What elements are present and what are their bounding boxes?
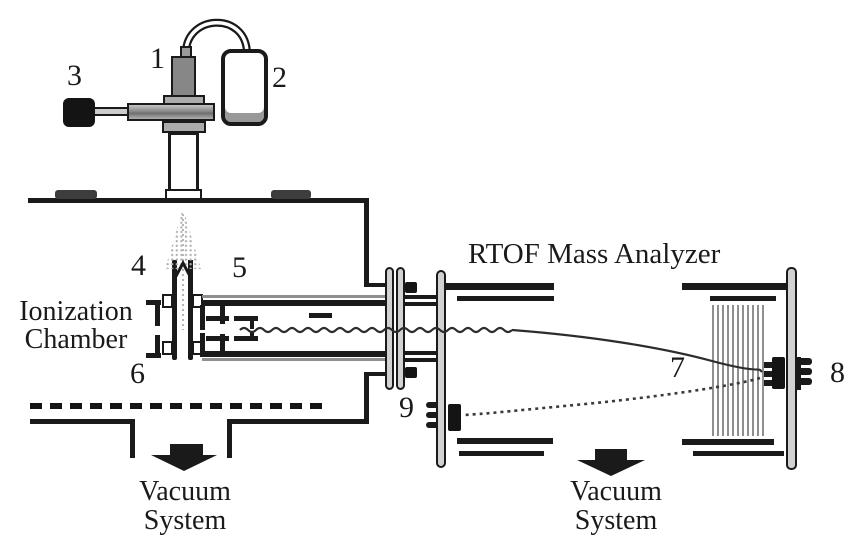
part7-label: 7 [670, 351, 685, 384]
analyzer-bottom-wall-right-outer [693, 451, 784, 456]
vacuum-arrow-left-shaft [170, 444, 203, 456]
rtof-mass-analyzer-label: RTOF Mass Analyzer [468, 238, 721, 270]
vacuum-system-left-label: Vacuum System [118, 477, 252, 535]
flange-bolt-bottom [405, 367, 417, 378]
part1-sprayer-nozzle [171, 56, 196, 98]
part6-label: 6 [130, 357, 145, 390]
capillary-tab-tl [162, 294, 173, 308]
vacuum-system-left-line2: System [143, 505, 227, 536]
detector8-pin-2 [800, 368, 812, 375]
part9-label: 9 [399, 391, 414, 424]
ion-guide-liner-top [202, 295, 387, 298]
chamber-bottom-wall-right [227, 419, 369, 424]
vacuum-system-right-label: Vacuum System [549, 477, 683, 535]
part3-adjustment-knob [63, 98, 95, 127]
analyzer-top-wall-left-outer [446, 283, 554, 290]
part1-label: 1 [150, 42, 165, 75]
ion-guide-liner-bottom [202, 358, 387, 361]
chamber-flange-jog-upper [364, 283, 390, 287]
detector8-tooth-1 [764, 362, 773, 368]
electrode-bar-b2 [234, 336, 258, 341]
vacuum-arrow-right-icon [577, 460, 645, 476]
part6-skimmer-top [200, 305, 205, 330]
aperture-plate-bottom [155, 335, 160, 356]
detector9-pin-2 [426, 412, 436, 418]
part5-ion-guide-top [202, 300, 387, 306]
lens-plate2-bottom [220, 334, 225, 353]
chamber-flange-jog-lower [364, 372, 390, 376]
chamber-right-wall-upper [364, 198, 369, 287]
ionization-chamber-label: Ionization Chamber [2, 298, 150, 354]
vacuum-port-left-wall [130, 419, 135, 458]
flange-bolt-top [405, 282, 417, 293]
chamber-bottom-wall-left [30, 419, 135, 424]
part4-capillary-wall-left [172, 260, 177, 360]
vacuum-arrow-left-icon [151, 455, 217, 471]
positioning-rod [127, 103, 215, 121]
inlet-column [168, 132, 199, 192]
part5-label: 5 [232, 251, 247, 284]
part3-label: 3 [67, 59, 82, 92]
interflange-tube-b2 [404, 358, 437, 362]
part4-capillary-wall-right [188, 260, 193, 360]
flange-bar-2 [396, 267, 405, 390]
part6-skimmer-bottom [200, 333, 205, 357]
interflange-tube-t2 [404, 302, 437, 306]
flange-bar-1 [385, 267, 394, 390]
spray-plume [165, 208, 201, 269]
ionization-chamber-label-line1: Ionization [19, 296, 133, 327]
ionization-chamber-label-line2: Chamber [24, 324, 128, 355]
chamber-top-wall [28, 198, 369, 203]
lens-plate2-top [220, 306, 225, 324]
wall-standoff-right [271, 190, 311, 199]
chamber-right-wall-lower [364, 372, 369, 423]
detector8-tooth-3 [764, 380, 773, 386]
analyzer-front-plate [436, 270, 446, 468]
vacuum-port-right-wall [227, 419, 232, 458]
analyzer-back-plate [786, 267, 797, 470]
part8-detector-block [772, 357, 785, 389]
detector8-pin-3 [800, 378, 812, 385]
vacuum-system-left-line1: Vacuum [139, 476, 231, 507]
detector8-tooth-2 [764, 371, 773, 377]
vacuum-arrow-right-shaft [595, 449, 627, 461]
capillary-tab-bl [162, 341, 173, 355]
analyzer-top-wall-left-inner [457, 296, 554, 301]
aperture-plate-top [155, 300, 160, 326]
detector9-pin-3 [426, 422, 436, 428]
lens-tick-top [250, 320, 254, 329]
part7-reflectron [712, 305, 764, 436]
detector8-pin-1 [800, 358, 812, 365]
interflange-tube-t1 [404, 295, 437, 299]
electrode-bar-t2 [234, 316, 258, 321]
analyzer-top-wall-right-inner [710, 296, 776, 301]
interflange-tube-b1 [404, 351, 437, 355]
guide-inner-electrode [309, 313, 332, 318]
part2-label: 2 [272, 61, 287, 94]
part9-detector-block [448, 404, 461, 431]
detector8-stem [797, 357, 801, 390]
vacuum-system-right-line2: System [574, 505, 658, 536]
part4-label: 4 [131, 249, 146, 282]
analyzer-top-wall-right-outer [682, 283, 791, 290]
analyzer-bottom-wall-left-inner [457, 438, 553, 444]
lens-tick-bottom [250, 332, 254, 341]
analyzer-bottom-wall-left-outer [459, 451, 544, 456]
part5-ion-guide-bottom [202, 351, 387, 357]
knob-rod-thin [92, 107, 130, 116]
vacuum-system-right-line1: Vacuum [570, 476, 662, 507]
analyzer-bottom-wall-right-inner [682, 439, 774, 445]
part8-label: 8 [830, 356, 845, 389]
wall-standoff-left [55, 190, 97, 199]
aperture-plate-top-foot [146, 300, 161, 305]
aperture-plate-bottom-foot [146, 353, 161, 358]
electrode-bar-t1 [206, 316, 229, 321]
ion-beam-wavy [239, 326, 513, 334]
detector9-pin-1 [426, 402, 436, 408]
electrode-bar-b1 [206, 336, 229, 341]
part2-solvent-reservoir [221, 49, 268, 126]
